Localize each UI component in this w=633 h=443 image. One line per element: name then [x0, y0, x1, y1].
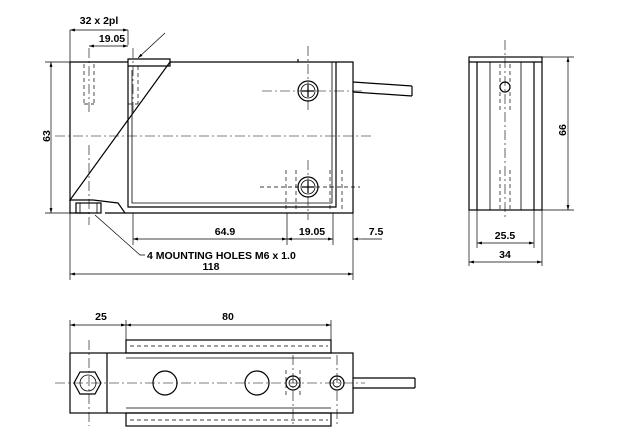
- dim-top-end-offset: 25: [95, 311, 107, 323]
- dim-cable-offset: 7.5: [369, 226, 384, 238]
- side-hidden-top: [499, 64, 511, 110]
- top-cable: [353, 377, 416, 389]
- dim-top-span: 80: [222, 311, 234, 323]
- mounting-hole-bottom-left: [75, 202, 102, 214]
- inner-cavity-2: [131, 62, 333, 204]
- cable: [352, 81, 413, 97]
- front-bottom-step: [69, 200, 125, 214]
- hidden-hole-left-top: [83, 64, 95, 105]
- dim-overall-length: 118: [203, 261, 220, 273]
- front-view: 32 x 2pl 19.05 63 64.9 19.05 7.5 4 MOUNT…: [41, 15, 413, 280]
- top-rail-upper: [125, 339, 332, 354]
- top-rail-lower: [125, 412, 332, 427]
- inner-cavity: [127, 62, 337, 208]
- dim-hole-offset-bottom: 19.05: [299, 226, 325, 238]
- dim-height: 63: [41, 130, 53, 142]
- side-view: 66 25.5 34: [468, 40, 574, 266]
- dim-side-inner-width: 25.5: [495, 230, 516, 242]
- side-channel: [476, 62, 535, 210]
- top-body-inner: [126, 357, 331, 409]
- side-channel-inner: [489, 62, 522, 210]
- dim-hole-offset-top: 19.05: [99, 33, 125, 45]
- dim-body-length: 64.9: [215, 226, 236, 238]
- top-view: 25 80: [55, 311, 416, 427]
- side-outer: [468, 56, 543, 211]
- dim-side-height: 66: [557, 124, 569, 136]
- hidden-hole-right-bottom: [260, 170, 360, 210]
- mounting-holes-note: 4 MOUNTING HOLES M6 x 1.0: [147, 250, 296, 262]
- hidden-hole-mid-top: [127, 66, 139, 105]
- dim-hole-pitch: 32 x 2pl: [80, 15, 119, 27]
- dim-side-overall-width: 34: [499, 249, 511, 261]
